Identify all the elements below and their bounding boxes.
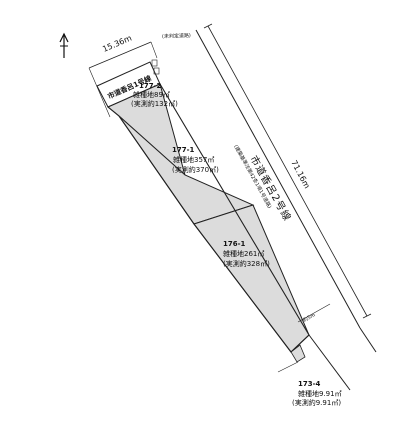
parcel-177-1-land: 雑種地357㎡ [173, 155, 214, 164]
bottom-width-label: 約5m [302, 311, 317, 323]
parcel-177-2-id: 177-2 [139, 82, 162, 90]
unregistered-road-label: (未判定道路) [162, 32, 191, 40]
parcel-177-2-actual: (実測約132㎡) [131, 99, 178, 108]
parcel-176-1-land: 雑種地261㎡ [223, 249, 264, 258]
parcel-176-1-area [193, 204, 310, 353]
parcel-177-1-id: 177-1 [172, 146, 195, 154]
side-length-dimension: 71.16m [203, 23, 372, 319]
parcel-176-1-id: 176-1 [223, 240, 246, 248]
corner-marker-icon [151, 59, 158, 67]
corner-marker-icon [153, 67, 160, 75]
north-arrow-icon [59, 32, 69, 58]
side-length-label: 71.16m [289, 159, 311, 191]
parcel-177-2-land: 雑種地89㎡ [133, 90, 170, 99]
bottom-width-dimension: 約5m [297, 303, 331, 324]
parcel-173-4-actual: (実測約9.91㎡) [292, 398, 341, 407]
parcel-173-4-land: 雑種地9.91㎡ [298, 389, 342, 398]
parcel-177-1-actual: (実測約370㎡) [172, 165, 219, 174]
top-width-label: 15.36m [101, 33, 133, 53]
parcel-173-4-area [277, 344, 306, 373]
parcel-176-1-actual: (実測約328㎡) [223, 259, 270, 268]
parcel-173-4-id: 173-4 [298, 380, 321, 388]
